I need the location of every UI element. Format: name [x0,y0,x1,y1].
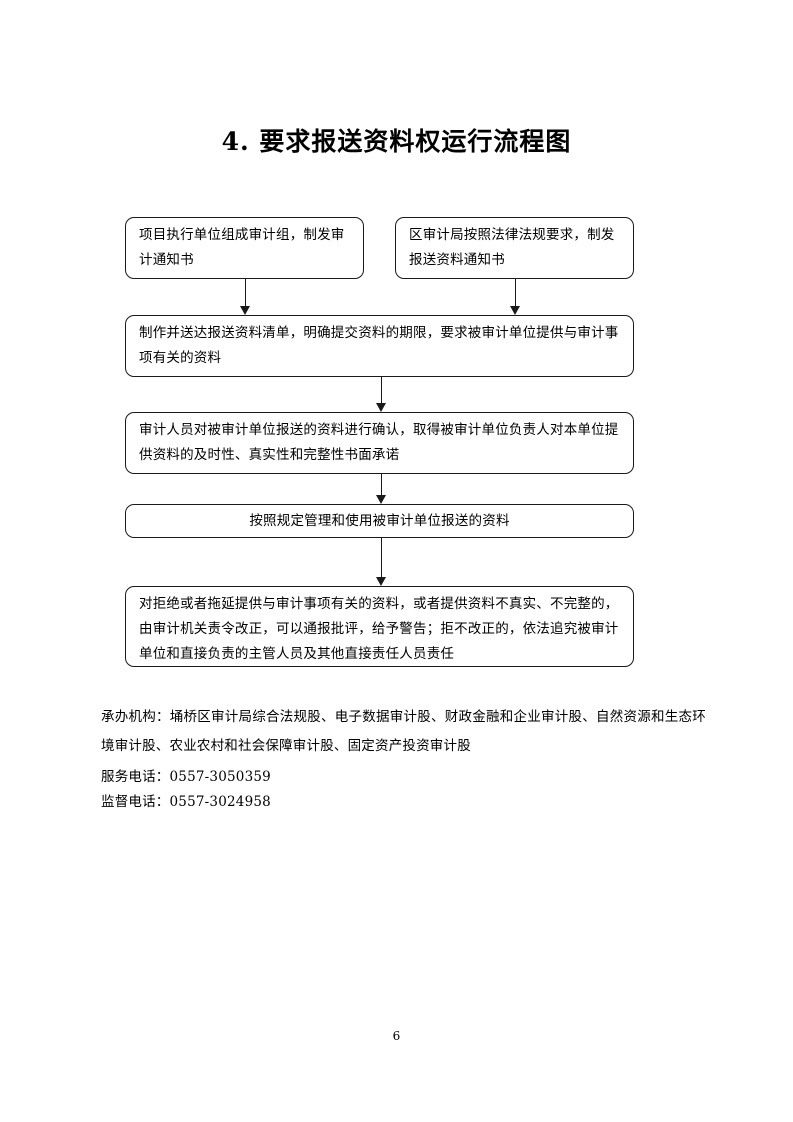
arrow-head-icon [510,306,521,315]
arrow-line [380,377,382,403]
flow-node-1: 项目执行单位组成审计组，制发审计通知书 [125,217,364,279]
arrow-line [514,279,516,306]
flow-node-6: 对拒绝或者拖延提供与审计事项有关的资料，或者提供资料不真实、不完整的，由审计机关… [125,586,634,667]
footer-agency-line: 承办机构：埇桥区审计局综合法规股、电子数据审计股、财政金融和企业审计股、自然资源… [101,709,706,754]
flow-node-3: 制作并送达报送资料清单，明确提交资料的期限，要求被审计单位提供与审计事项有关的资… [125,315,634,377]
page-title: 4. 要求报送资料权运行流程图 [221,127,572,156]
arrow-head-icon [376,577,387,586]
arrow-line [380,538,382,577]
flow-node-2: 区审计局按照法律法规要求，制发报送资料通知书 [395,217,634,279]
arrow-line [244,279,246,306]
arrow-head-icon [376,495,387,504]
footer-info: 承办机构：埇桥区审计局综合法规股、电子数据审计股、财政金融和企业审计股、自然资源… [101,703,706,815]
footer-service-phone: 服务电话：0557-3050359 [101,769,271,785]
arrow-head-icon [240,306,251,315]
page-number: 6 [392,1029,401,1043]
flow-node-5: 按照规定管理和使用被审计单位报送的资料 [125,504,634,538]
flow-node-4: 审计人员对被审计单位报送的资料进行确认，取得被审计单位负责人对本单位提供资料的及… [125,412,634,474]
arrow-head-icon [376,403,387,412]
arrow-line [380,474,382,495]
footer-supervision-phone: 监督电话：0557-3024958 [101,794,271,810]
